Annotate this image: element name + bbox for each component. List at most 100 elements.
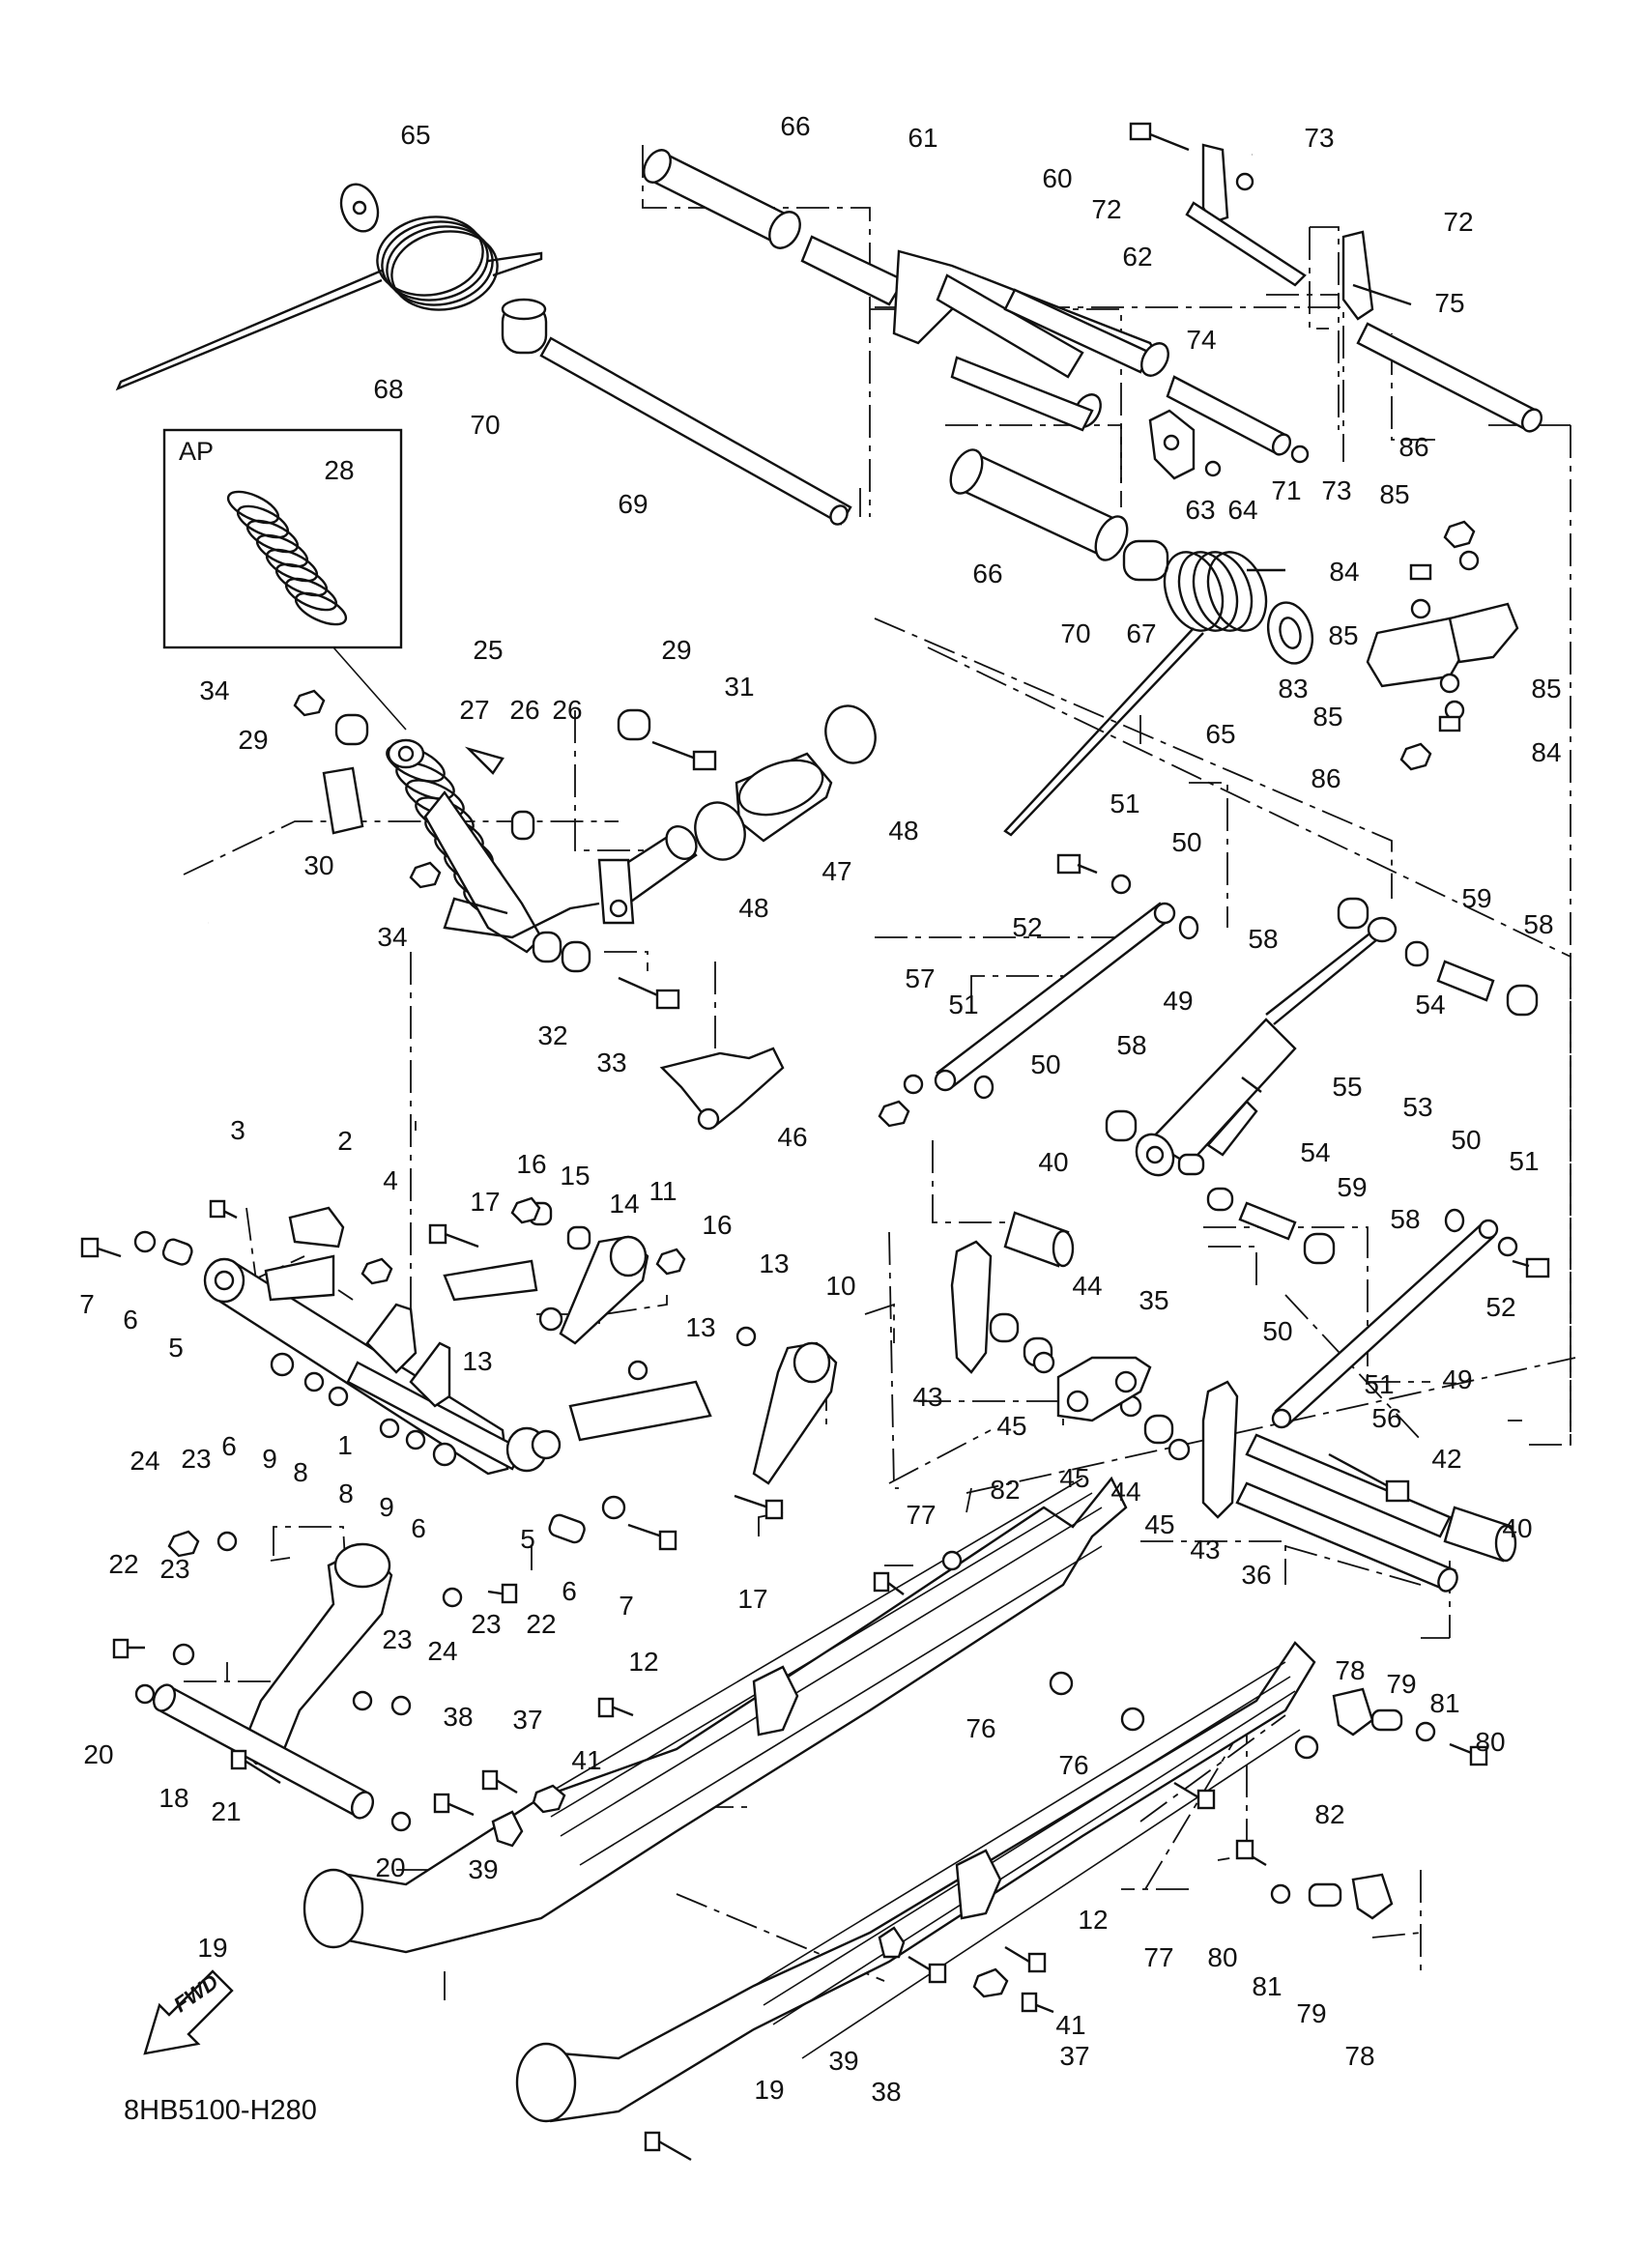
callout-78: 78 — [1335, 1655, 1366, 1685]
callout-86: 86 — [1311, 763, 1341, 793]
callout-18: 18 — [159, 1783, 189, 1813]
callout-84: 84 — [1329, 557, 1360, 587]
callout-42: 42 — [1431, 1444, 1462, 1474]
callout-63: 63 — [1185, 495, 1216, 525]
callout-40: 40 — [1038, 1147, 1069, 1177]
callout-50: 50 — [1030, 1049, 1061, 1079]
callout-32: 32 — [537, 1020, 568, 1050]
callout-15: 15 — [560, 1161, 591, 1191]
callout-75: 75 — [1434, 288, 1465, 318]
callout-24: 24 — [130, 1446, 160, 1476]
callout-39: 39 — [468, 1854, 499, 1884]
callout-72: 72 — [1443, 207, 1474, 237]
callout-80: 80 — [1207, 1942, 1238, 1972]
callout-25: 25 — [473, 635, 504, 665]
callout-51: 51 — [948, 990, 979, 1019]
callout-85: 85 — [1328, 620, 1359, 650]
callout-66: 66 — [972, 559, 1003, 589]
callout-44: 44 — [1110, 1477, 1141, 1507]
callout-74: 74 — [1186, 325, 1217, 355]
callout-82: 82 — [990, 1475, 1021, 1505]
callout-31: 31 — [724, 672, 755, 702]
callout-81: 81 — [1429, 1688, 1460, 1718]
callout-39: 39 — [828, 2046, 859, 2076]
callout-43: 43 — [1190, 1535, 1221, 1565]
callout-51: 51 — [1110, 789, 1140, 818]
callout-76: 76 — [1058, 1750, 1089, 1780]
callout-20: 20 — [83, 1739, 114, 1769]
callout-6: 6 — [221, 1431, 237, 1461]
callout-22: 22 — [108, 1549, 139, 1579]
callout-40: 40 — [1502, 1513, 1533, 1543]
callout-54: 54 — [1300, 1137, 1331, 1167]
callout-45: 45 — [996, 1411, 1027, 1441]
callout-59: 59 — [1337, 1172, 1368, 1202]
callout-58: 58 — [1116, 1030, 1147, 1060]
callout-67: 67 — [1126, 618, 1157, 648]
callout-58: 58 — [1248, 924, 1279, 954]
callout-50: 50 — [1451, 1125, 1482, 1155]
callout-6: 6 — [411, 1513, 426, 1543]
callout-9: 9 — [262, 1444, 277, 1474]
callout-69: 69 — [618, 489, 649, 519]
callout-62: 62 — [1122, 242, 1153, 272]
callout-79: 79 — [1296, 1998, 1327, 2028]
callout-45: 45 — [1059, 1463, 1090, 1493]
callout-5: 5 — [168, 1333, 184, 1363]
callout-80: 80 — [1475, 1727, 1506, 1757]
callout-77: 77 — [906, 1500, 937, 1530]
callout-56: 56 — [1371, 1403, 1402, 1433]
diagram-code: 8HB5100-H280 — [124, 2095, 317, 2126]
callout-77: 77 — [1143, 1942, 1174, 1972]
callout-3: 3 — [230, 1115, 245, 1145]
callout-54: 54 — [1415, 990, 1446, 1019]
callout-45: 45 — [1144, 1509, 1175, 1539]
callout-44: 44 — [1072, 1271, 1103, 1301]
callout-66: 66 — [780, 111, 811, 141]
callout-41: 41 — [1055, 2010, 1086, 2040]
callout-17: 17 — [737, 1584, 768, 1614]
callout-26: 26 — [552, 695, 583, 725]
callout-65: 65 — [400, 120, 431, 150]
callout-7: 7 — [619, 1591, 634, 1621]
callout-34: 34 — [377, 922, 408, 952]
callout-70: 70 — [1060, 618, 1091, 648]
callout-23: 23 — [181, 1444, 212, 1474]
callout-85: 85 — [1379, 479, 1410, 509]
callout-12: 12 — [1078, 1905, 1109, 1935]
callout-1: 1 — [337, 1430, 353, 1460]
callout-2: 2 — [337, 1126, 353, 1156]
callout-70: 70 — [470, 410, 501, 440]
callout-7: 7 — [79, 1289, 95, 1319]
callout-79: 79 — [1386, 1669, 1417, 1699]
callout-8: 8 — [293, 1457, 308, 1487]
callout-76: 76 — [966, 1713, 996, 1743]
callout-20: 20 — [375, 1852, 406, 1882]
callout-73: 73 — [1321, 475, 1352, 505]
callout-24: 24 — [427, 1636, 458, 1666]
callout-60: 60 — [1042, 163, 1073, 193]
callout-37: 37 — [1059, 2041, 1090, 2071]
callout-26: 26 — [509, 695, 540, 725]
callout-38: 38 — [443, 1702, 474, 1732]
callout-12: 12 — [628, 1647, 659, 1677]
callout-36: 36 — [1241, 1560, 1272, 1590]
callout-4: 4 — [383, 1165, 398, 1195]
callout-33: 33 — [596, 1048, 627, 1077]
callout-55: 55 — [1332, 1072, 1363, 1102]
callout-27: 27 — [459, 695, 490, 725]
callout-43: 43 — [912, 1382, 943, 1412]
callout-52: 52 — [1012, 912, 1043, 942]
callout-35: 35 — [1139, 1285, 1169, 1315]
callout-23: 23 — [159, 1554, 190, 1584]
callout-14: 14 — [609, 1189, 640, 1219]
callout-51: 51 — [1364, 1369, 1395, 1399]
callout-28: 28 — [324, 455, 355, 485]
callout-53: 53 — [1402, 1092, 1433, 1122]
callout-47: 47 — [822, 856, 852, 886]
callout-9: 9 — [379, 1492, 394, 1522]
callout-37: 37 — [512, 1705, 543, 1735]
callout-85: 85 — [1312, 702, 1343, 732]
callout-6: 6 — [123, 1305, 138, 1335]
